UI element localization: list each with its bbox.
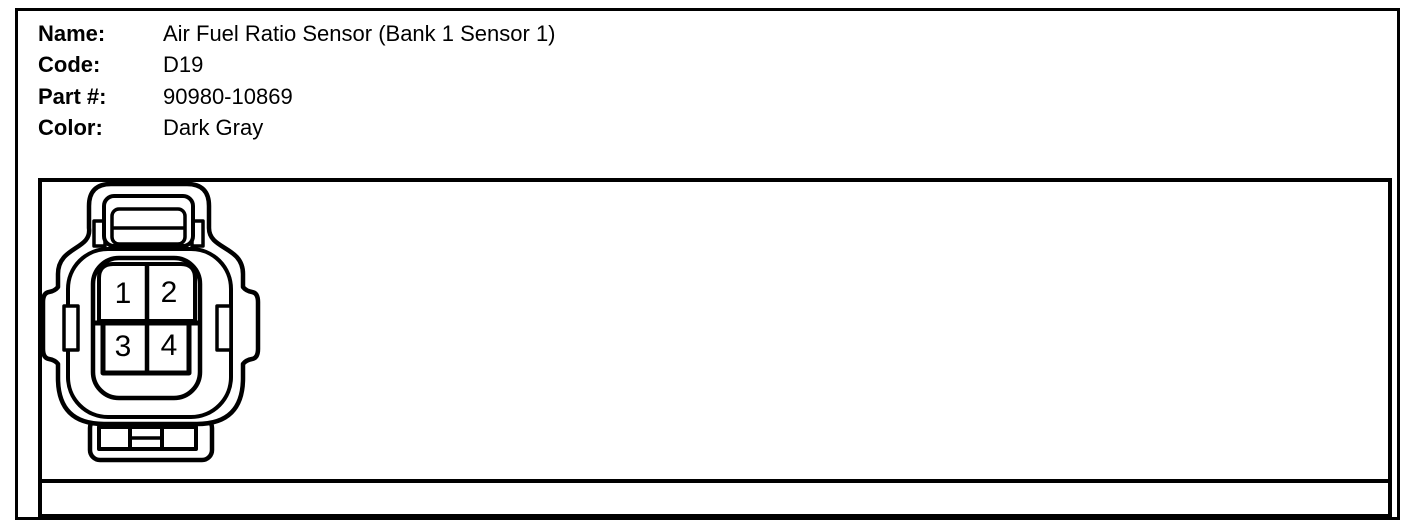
color-label: Color: [38,115,103,140]
part-number-label: Part #: [38,84,107,109]
pin-1-number: 1 [115,277,132,310]
part-number-value: 90980-10869 [163,84,293,109]
code-value: D19 [163,52,204,77]
terminal-list-strip [38,479,1392,518]
connector-diagram-box [38,178,1392,483]
pin-4-number: 4 [161,329,178,362]
field-row-part-number: Part #: 90980-10869 [38,84,293,110]
ear-slot-left [62,304,80,352]
field-row-code: Code: D19 [38,52,203,78]
field-row-name: Name: Air Fuel Ratio Sensor (Bank 1 Senso… [38,21,556,47]
field-row-color: Color: Dark Gray [38,115,263,141]
name-value: Air Fuel Ratio Sensor (Bank 1 Sensor 1) [163,21,556,46]
connector-diagram: 1 2 3 4 [40,181,261,463]
color-value: Dark Gray [163,115,264,140]
pin-2-number: 2 [161,276,178,309]
pin-3-number: 3 [115,330,132,363]
ear-slot-right [215,304,233,352]
code-label: Code: [38,52,101,77]
name-label: Name: [38,21,106,46]
page-border [15,8,1400,520]
